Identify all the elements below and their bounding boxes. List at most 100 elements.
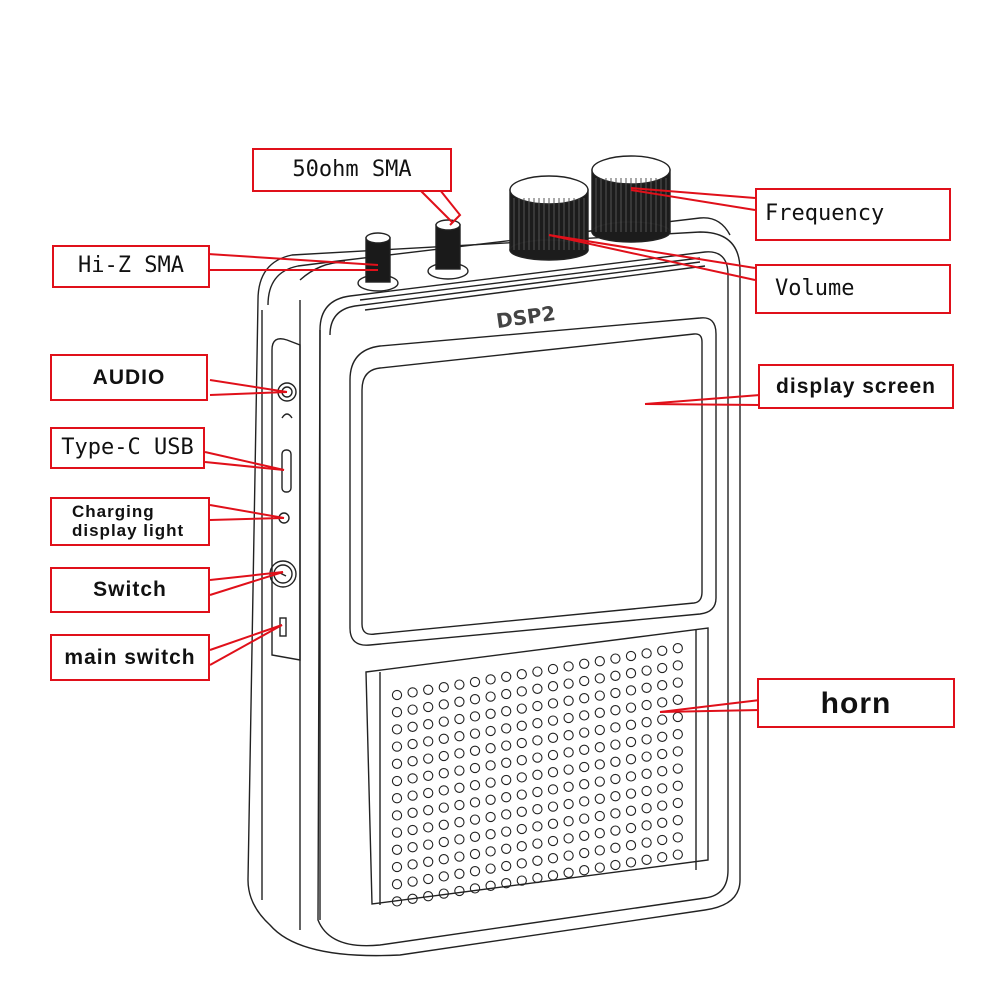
- speaker-hole: [516, 789, 527, 800]
- speaker-hole: [532, 821, 543, 832]
- speaker-hole: [625, 788, 637, 799]
- speaker-hole: [579, 693, 590, 704]
- speaker-hole: [423, 753, 434, 764]
- speaker-hole: [501, 774, 512, 786]
- speaker-hole: [516, 772, 527, 783]
- speaker-hole: [547, 749, 559, 761]
- speaker-hole: [532, 838, 543, 849]
- speaker-hole: [625, 822, 637, 834]
- speaker-hole: [532, 786, 543, 798]
- speaker-hole: [485, 708, 496, 719]
- speaker-hole: [454, 868, 465, 879]
- callout-hi-z-sma: Hi-Z SMA: [52, 245, 210, 288]
- speaker-hole: [423, 701, 434, 713]
- speaker-hole: [391, 775, 403, 787]
- speaker-hole: [532, 804, 543, 815]
- speaker-hole: [407, 721, 418, 732]
- speaker-hole: [469, 866, 481, 877]
- speaker-hole: [610, 705, 621, 716]
- speaker-hole: [563, 678, 574, 689]
- speaker-hole: [563, 764, 574, 775]
- callout-label: AUDIO: [92, 365, 166, 389]
- speaker-hole: [438, 750, 449, 762]
- speaker-hole: [469, 814, 481, 825]
- speaker-hole: [672, 643, 683, 654]
- speaker-hole: [610, 739, 621, 750]
- speaker-hole: [563, 850, 574, 861]
- speaker-hole: [485, 760, 496, 771]
- speaker-hole: [469, 831, 481, 842]
- speaker-hole: [469, 728, 481, 739]
- speaker-hole: [657, 766, 668, 777]
- speaker-hole: [594, 656, 605, 667]
- speaker-hole: [407, 773, 418, 784]
- speaker-hole: [657, 800, 668, 811]
- speaker-hole: [610, 687, 621, 699]
- speaker-hole: [610, 722, 621, 733]
- speaker-hole: [391, 758, 403, 769]
- speaker-hole: [641, 751, 652, 762]
- speaker-hole: [641, 648, 652, 659]
- speaker-hole: [641, 699, 652, 711]
- speaker-hole: [563, 695, 574, 706]
- speaker-hole: [563, 833, 574, 844]
- speaker-hole: [625, 736, 637, 748]
- speaker-hole: [454, 851, 465, 862]
- speaker-hole: [454, 782, 465, 793]
- speaker-hole: [594, 845, 605, 856]
- speaker-hole: [657, 697, 668, 708]
- callout-switch: Switch: [50, 567, 210, 613]
- speaker-hole: [563, 781, 574, 792]
- speaker-hole: [407, 842, 418, 853]
- speaker-hole: [469, 745, 481, 756]
- speaker-hole: [391, 810, 403, 821]
- speaker-hole: [454, 713, 465, 725]
- speaker-hole: [391, 879, 403, 890]
- speaker-hole: [547, 853, 559, 864]
- speaker-hole: [657, 680, 668, 691]
- speaker-hole: [672, 677, 683, 688]
- speaker-hole: [672, 729, 683, 740]
- device-front-face: [317, 251, 729, 947]
- leader-switch: [209, 571, 284, 581]
- main-switch-icon: [279, 617, 287, 637]
- speaker-hole: [547, 835, 559, 847]
- speaker-hole: [485, 691, 496, 702]
- speaker-hole: [610, 653, 621, 664]
- speaker-hole: [532, 718, 543, 729]
- callout-main-switch: main switch: [50, 634, 210, 681]
- speaker-hole: [547, 663, 559, 675]
- speaker-hole: [454, 731, 465, 742]
- speaker-hole: [657, 662, 668, 674]
- speaker-hole: [641, 682, 652, 693]
- speaker-hole: [547, 681, 559, 692]
- speaker-hole: [501, 878, 512, 889]
- speaker-grille: [391, 643, 683, 907]
- callout-display-screen: display screen: [758, 364, 954, 409]
- speaker-hole: [516, 841, 527, 852]
- speaker-hole: [657, 714, 668, 725]
- speaker-hole: [485, 777, 496, 788]
- speaker-hole: [516, 669, 527, 680]
- speaker-hole: [625, 650, 637, 662]
- speaker-hole: [485, 880, 496, 891]
- speaker-hole: [454, 679, 465, 690]
- speaker-hole: [454, 799, 465, 811]
- speaker-hole: [438, 716, 449, 727]
- speaker-hole: [532, 700, 543, 712]
- leader-horn: [659, 699, 761, 713]
- speaker-hole: [454, 817, 465, 828]
- speaker-hole: [516, 875, 527, 886]
- speaker-hole: [407, 756, 418, 767]
- speaker-hole: [657, 834, 668, 846]
- usb-c-port-icon: [281, 449, 292, 493]
- speaker-hole: [469, 780, 481, 791]
- speaker-hole: [454, 748, 465, 759]
- speaker-hole: [469, 762, 481, 774]
- callout-label: horn: [820, 686, 892, 720]
- speaker-hole: [407, 876, 418, 887]
- speaker-hole: [610, 773, 621, 785]
- speaker-hole: [641, 785, 652, 797]
- speaker-hole: [485, 725, 496, 737]
- speaker-hole: [469, 694, 481, 705]
